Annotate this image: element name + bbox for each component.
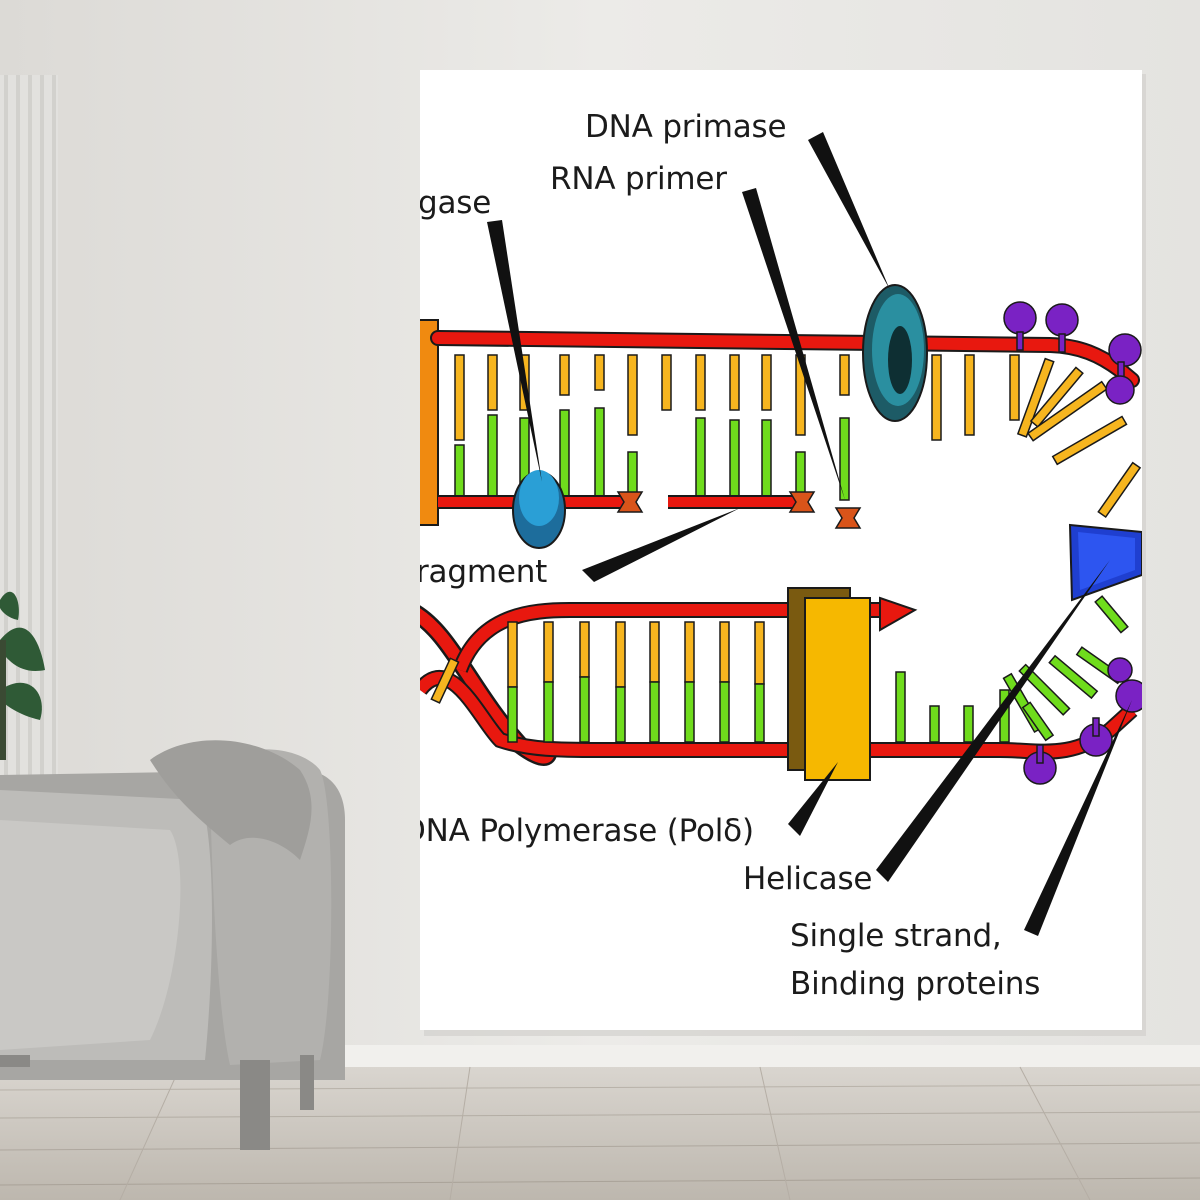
pointer-okazaki bbox=[582, 508, 740, 582]
pointer-dna-primase bbox=[808, 132, 890, 290]
pointer-polymerase bbox=[788, 762, 838, 836]
lagging-strand bbox=[420, 284, 1142, 549]
rna-primers bbox=[616, 491, 862, 529]
label-dna-polymerase: DNA Polymerase (Polδ) bbox=[420, 813, 754, 849]
helicase-enzyme bbox=[1068, 523, 1142, 602]
label-ssb-line1: Single strand, bbox=[790, 918, 1002, 954]
label-helicase: Helicase bbox=[743, 861, 873, 897]
pointer-rna-primer bbox=[742, 188, 845, 500]
dna-primase-enzyme bbox=[862, 284, 928, 422]
poster-background bbox=[420, 70, 1142, 1030]
ssb-proteins-upper bbox=[1003, 301, 1142, 405]
pointer-ssb bbox=[1024, 700, 1132, 936]
label-ssb-line2: Binding proteins bbox=[790, 966, 1041, 1002]
armchair bbox=[0, 740, 345, 1150]
okazaki-bases bbox=[454, 407, 850, 501]
leading-arrow bbox=[879, 596, 918, 632]
label-rna-primer: RNA primer bbox=[550, 161, 727, 197]
pointer-ligase bbox=[487, 220, 542, 482]
leading-strand bbox=[420, 523, 1142, 785]
pointer-helicase bbox=[876, 560, 1110, 882]
pointer-wedges bbox=[487, 132, 1132, 936]
label-ligase: gase bbox=[420, 185, 492, 221]
label-dna-primase: DNA primase bbox=[585, 109, 787, 145]
ligase-enzyme bbox=[512, 470, 566, 549]
dna-replication-diagram bbox=[420, 70, 1142, 1030]
dna-replication-poster: DNA primase RNA primer gase ragment DNA … bbox=[420, 70, 1142, 1030]
wood-floor bbox=[0, 1066, 1200, 1200]
fork-bases-upper bbox=[1016, 357, 1142, 519]
plant bbox=[0, 591, 45, 760]
leading-bases-green bbox=[507, 595, 1129, 743]
ssb-proteins-lower bbox=[1023, 657, 1142, 785]
dna-polymerase-enzyme bbox=[787, 587, 871, 781]
label-okazaki-fragment: ragment bbox=[420, 554, 548, 590]
leading-strand-block bbox=[420, 319, 439, 526]
